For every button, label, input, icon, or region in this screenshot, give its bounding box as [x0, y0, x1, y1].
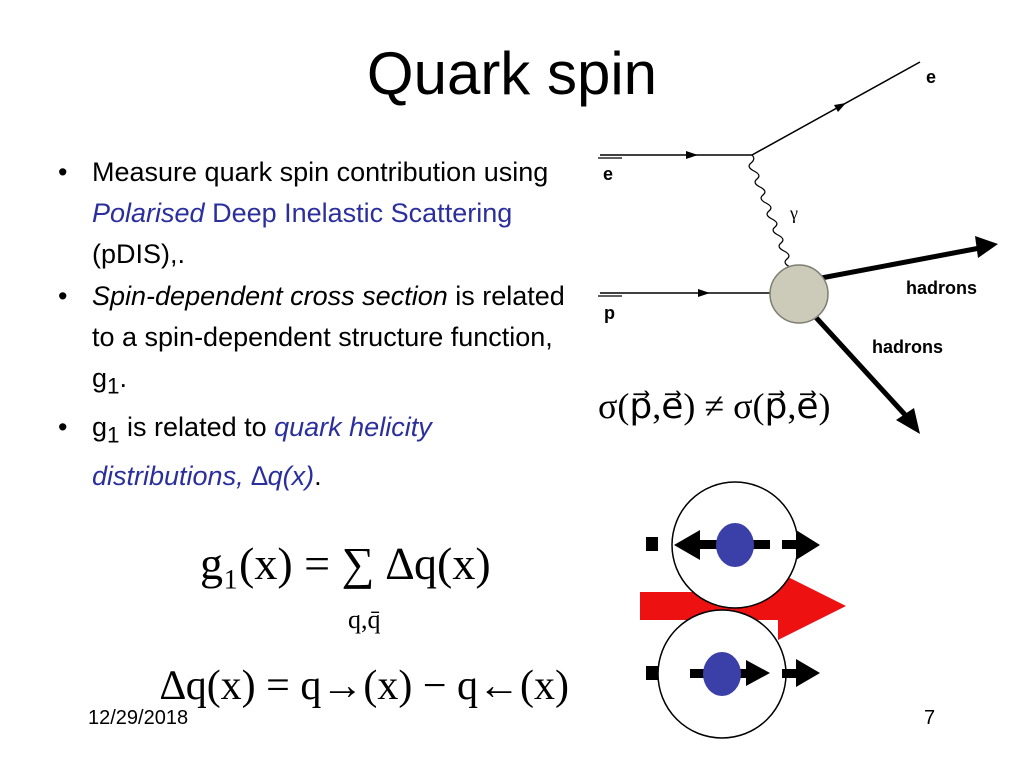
- bullet-dot-icon: •: [58, 412, 68, 443]
- nucleon-lower: [646, 609, 820, 739]
- bullet-tail: .: [314, 460, 322, 491]
- bullet-highlight: Deep Inelastic Scattering: [204, 198, 513, 228]
- delta-q-equation-text: ∆q(x) = q→(x) − q←(x): [160, 663, 569, 709]
- spin-arrow-icon: [796, 659, 820, 687]
- bullet-emphasis: quark helicity distributions,: [92, 412, 432, 491]
- particle-arrow-icon: [896, 408, 920, 434]
- particle-arrow-icon: [975, 236, 998, 258]
- cross-section-equation: σ(p⃗,e⃗) ≠ σ(p⃗,e⃗): [598, 384, 831, 428]
- bullet-subscript: 1: [107, 373, 120, 399]
- particle-arrow-icon: [834, 103, 846, 112]
- footer-page-number: 7: [924, 707, 936, 729]
- bullet-subscript: 1: [107, 422, 120, 448]
- spin-bar-right: [782, 669, 796, 678]
- spin-bar-right: [782, 540, 796, 549]
- bullet-dot-icon: •: [58, 281, 68, 311]
- bullet-item: • Measure quark spin contribution using …: [58, 152, 578, 275]
- hadron-jet-lower: [798, 298, 920, 434]
- bullet-item: • g1 is related to quark helicity distri…: [58, 407, 578, 496]
- bullet-text: Measure quark spin contribution using: [92, 157, 549, 187]
- quark-dot-icon: [703, 652, 741, 696]
- particle-arrow-icon: [686, 151, 698, 159]
- bullet-delta: ∆q(x): [251, 460, 315, 491]
- proton-label: p: [604, 303, 615, 323]
- incoming-proton-line: [598, 289, 785, 297]
- bullet-item: • Spin-dependent cross section is relate…: [58, 276, 578, 406]
- bullet-tail: (pDIS),.: [92, 239, 186, 269]
- quark-dot-icon: [716, 523, 754, 567]
- outgoing-electron-line: [751, 61, 921, 156]
- bullet-dot-icon: •: [58, 157, 68, 187]
- bullet-text: is related to: [119, 412, 275, 443]
- photon-label: γ: [789, 203, 798, 223]
- footer-date: 12/29/2018: [88, 707, 189, 729]
- nucleon-upper: [646, 481, 820, 609]
- particle-arrow-icon: [698, 289, 710, 297]
- bullet-emphasis: Spin-dependent cross section: [92, 281, 448, 311]
- incoming-electron-line: [598, 151, 752, 159]
- hadrons-upper-label: hadrons: [906, 278, 977, 298]
- wavy-photon-icon: [748, 154, 797, 284]
- bullet-tail: .: [119, 363, 128, 393]
- cross-section-text: σ(p⃗,e⃗) ≠ σ(p⃗,e⃗): [598, 386, 831, 426]
- g1-sum-index-text: q,q̄: [348, 605, 381, 634]
- spin-arrow-icon: [674, 530, 700, 560]
- spin-arrow-icon: [746, 660, 770, 686]
- g1-sum-index: q,q̄: [348, 604, 381, 636]
- hadrons-lower-label: hadrons: [872, 337, 943, 357]
- spin-bar-left: [646, 537, 658, 551]
- spin-bar-left: [646, 666, 658, 680]
- bullet-emphasis: Polarised: [92, 198, 205, 228]
- hadron-jet-upper: [799, 236, 998, 285]
- spin-arrow-icon: [796, 530, 820, 560]
- electron-in-label: e: [603, 164, 613, 184]
- g1-equation: g₁(x) = ∑ ∆q(x): [200, 536, 491, 592]
- slide-title: Quark spin: [366, 40, 658, 107]
- bullet-text: g: [92, 412, 108, 443]
- g1-equation-text: g₁(x) = ∑ ∆q(x): [200, 538, 491, 589]
- bullet-text: is related to a spin-dependent structure…: [92, 281, 565, 393]
- delta-q-equation: ∆q(x) = q→(x) − q←(x): [160, 660, 569, 712]
- bullet-list: • Measure quark spin contribution using …: [58, 152, 578, 498]
- target-blob-icon: [769, 264, 829, 324]
- electron-out-label: e: [926, 67, 936, 87]
